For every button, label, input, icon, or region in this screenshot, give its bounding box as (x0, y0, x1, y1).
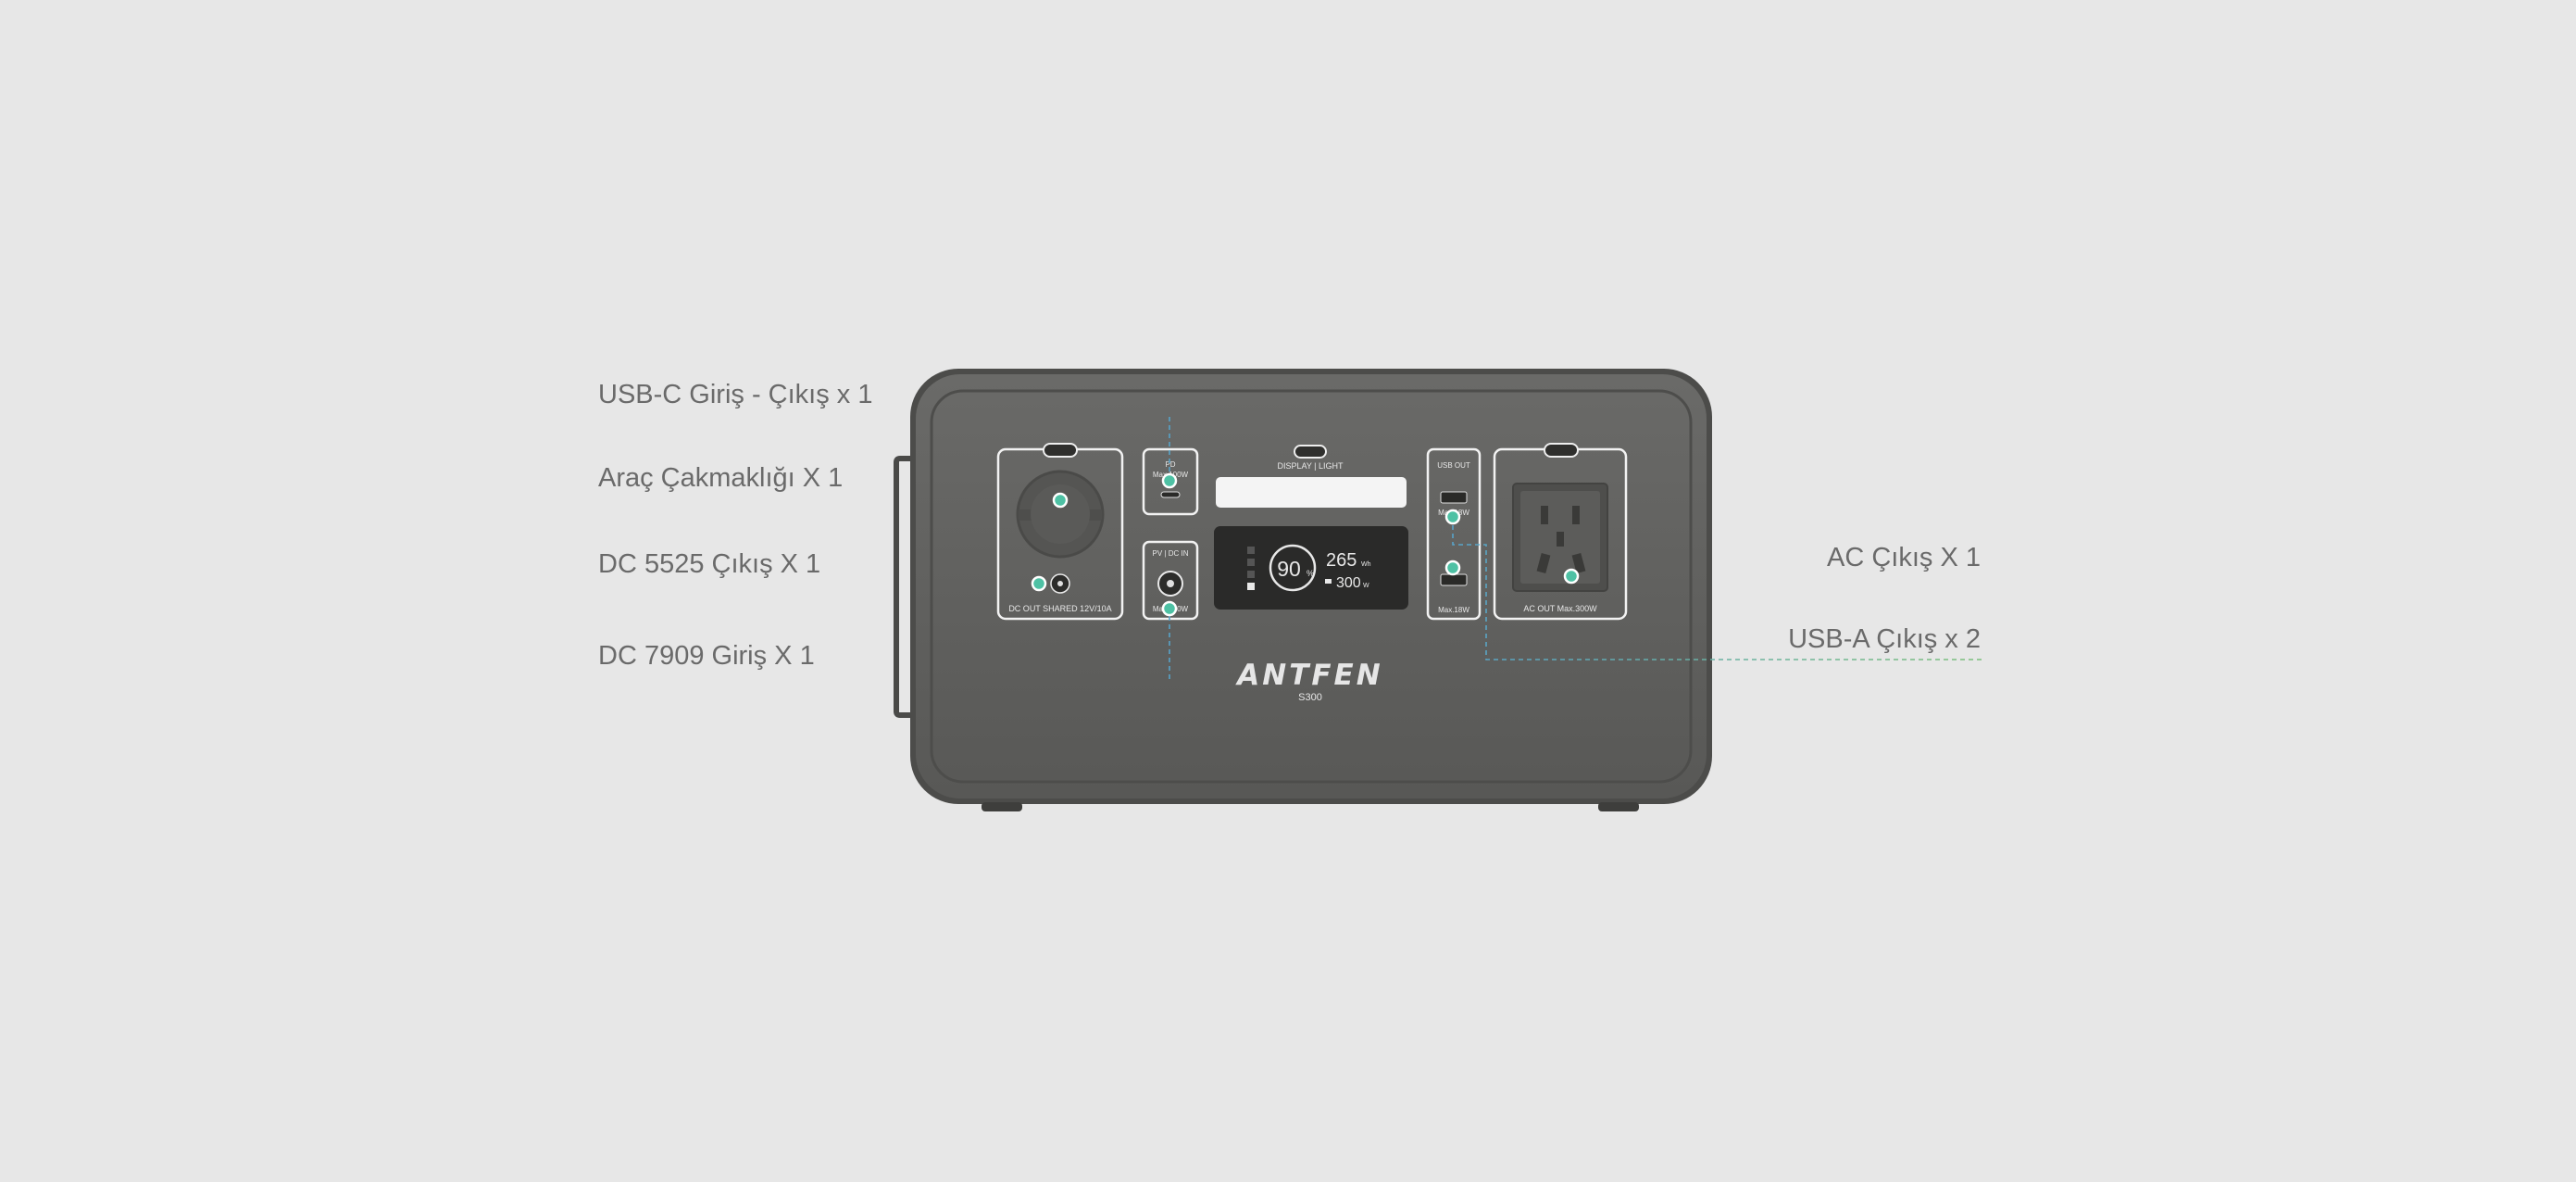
marker-dot-icon (1161, 472, 1178, 489)
side-handle (894, 456, 912, 718)
marker-dot-icon (1563, 568, 1580, 585)
pv-dc-in-label: PV | DC IN (1153, 549, 1189, 558)
capacity-value: 265 (1326, 550, 1357, 571)
power-value: 300 (1336, 575, 1361, 591)
marker-dot-icon (1444, 560, 1461, 576)
display-light-area: DISPLAY | LIGHT (1216, 445, 1407, 508)
marker-dot-icon (1444, 509, 1461, 525)
lcd-screen: 90 % 265 Wh 300 W (1214, 526, 1408, 610)
callout-ac-out: AC Çıkış X 1 (1827, 543, 1981, 572)
battery-percent-unit: % (1307, 569, 1314, 578)
usb-a-port-icon (1440, 491, 1468, 504)
usb-out-label: USB OUT (1437, 461, 1470, 470)
svg-text:ANTFEN: ANTFEN (1234, 659, 1382, 692)
marker-dot-icon (1031, 575, 1047, 592)
callout-usb-a: USB-A Çıkış x 2 (1788, 624, 1981, 654)
marker-dot-icon (1161, 600, 1178, 617)
usb-a-port-icon (1440, 573, 1468, 586)
model-label: S300 (1298, 692, 1322, 703)
dc-jack-icon (1050, 573, 1070, 594)
marker-dot-icon (1052, 492, 1069, 509)
markers (1031, 472, 1580, 617)
callout-usb-c: USB-C Giriş - Çıkış x 1 (598, 380, 873, 409)
ac-outlet-icon (1512, 483, 1608, 592)
callout-dc7909: DC 7909 Giriş X 1 (598, 641, 815, 671)
brand-logo: ANTFEN S300 (1234, 659, 1382, 703)
dc-output-panel: DC OUT SHARED 12V/10A (996, 443, 1124, 621)
pd-label: PD (1165, 460, 1175, 469)
ac-output-panel: AC OUT Max.300W (1493, 443, 1628, 621)
battery-ring-icon (1269, 544, 1317, 592)
ac-out-label: AC OUT Max.300W (1523, 604, 1597, 613)
leader-lines (598, 416, 1982, 680)
usb-c-port-icon (1160, 491, 1181, 498)
dc-out-label: DC OUT SHARED 12V/10A (1008, 604, 1111, 613)
usb-max-label: Max.18W (1438, 606, 1469, 614)
power-unit: W (1363, 583, 1369, 589)
capacity-unit: Wh (1361, 561, 1371, 568)
car-socket-icon (1016, 470, 1105, 559)
display-light-label: DISPLAY | LIGHT (1277, 461, 1344, 471)
callout-car-lighter: Araç Çakmaklığı X 1 (598, 463, 844, 493)
light-bar (1216, 477, 1407, 508)
battery-percent: 90 (1277, 557, 1301, 581)
callout-dc5525: DC 5525 Çıkış X 1 (598, 549, 821, 579)
